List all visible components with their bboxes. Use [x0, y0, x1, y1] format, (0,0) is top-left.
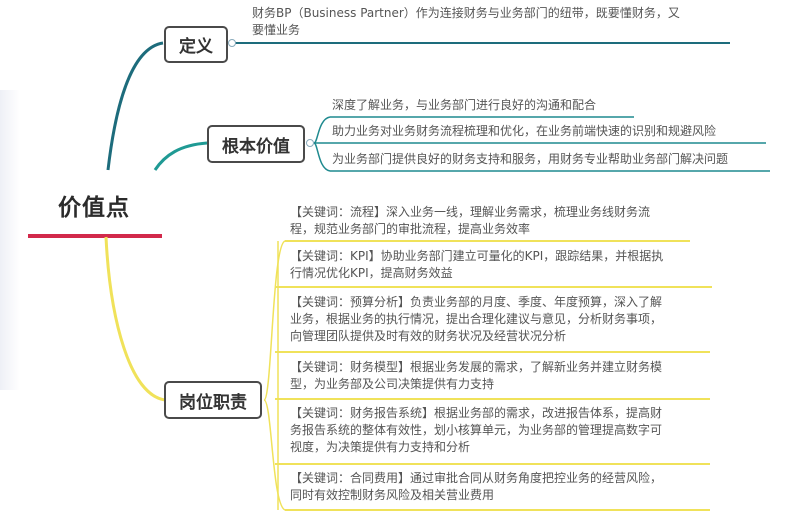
duty-kpi-line1: 【关键词：KPI】协助业务部门建立可量化的KPI，跟踪结果，并根据执: [290, 249, 664, 263]
branch-definition-label: 定义: [179, 37, 213, 57]
core-value-item-3: 为业务部门提供良好的财务支持和服务，用财务专业帮助业务部门解决问题: [332, 152, 729, 166]
core-value-item-1: 深度了解业务，与业务部门进行良好的沟通和配合: [332, 98, 597, 112]
duty-contract-line2: 同时有效控制财务风险及相关营业费用: [290, 488, 495, 502]
duty-budget-line3: 向管理团队提供及时有效的财务状况及经营状况分析: [290, 329, 567, 343]
branch-definition[interactable]: 定义: [164, 26, 228, 63]
duty-report-line1: 【关键词：财务报告系统】根据业务部的需求，改进报告体系，提高财: [290, 406, 663, 420]
duty-budget-line2: 业务，根据业务的执行情况，提出合理化建议与意见，分析财务事项，: [290, 312, 663, 326]
duty-kpi: 【关键词：KPI】协助业务部门建立可量化的KPI，跟踪结果，并根据执 行情况优化…: [284, 248, 663, 282]
collapse-toggle-core-value[interactable]: [306, 139, 314, 147]
duty-process-line2: 程，规范业务部门的审批流程，提高业务效率: [290, 222, 531, 236]
duty-model-line2: 型，为业务部及公司决策提供有力支持: [290, 377, 495, 391]
duty-financial-model: 【关键词：财务模型】根据业务发展的需求，了解新业务并建立财务模 型，为业务部及公…: [284, 359, 662, 393]
duty-process-line1: 【关键词：流程】深入业务一线，理解业务需求，梳理业务线财务流: [290, 205, 651, 219]
duty-kpi-line2: 行情况优化KPI，提高财务效益: [290, 266, 453, 280]
duty-report-system: 【关键词：财务报告系统】根据业务部的需求，改进报告体系，提高财 务报告系统的整体…: [284, 405, 662, 456]
branch-core-value-label: 根本价值: [222, 136, 290, 157]
root-topic[interactable]: 价值点: [58, 195, 130, 221]
left-shade: [0, 90, 20, 390]
duty-contract-line1: 【关键词：合同费用】通过审批合同从财务角度把控业务的经营风险，: [290, 471, 663, 485]
duty-process: 【关键词：流程】深入业务一线，理解业务需求，梳理业务线财务流 程，规范业务部门的…: [284, 204, 650, 238]
collapse-toggle-definition[interactable]: [228, 39, 236, 47]
core-value-item-2: 助力业务对业务财务流程梳理和优化，在业务前端快速的识别和规避风险: [332, 124, 717, 138]
duty-budget-line1: 【关键词：预算分析】负责业务部的月度、季度、年度预算，深入了解: [290, 295, 663, 309]
branch-duties-label: 岗位职责: [179, 392, 247, 413]
branch-core-value[interactable]: 根本价值: [207, 125, 305, 163]
duty-budget: 【关键词：预算分析】负责业务部的月度、季度、年度预算，深入了解 业务，根据业务的…: [284, 294, 662, 345]
definition-text-line2: 要懂业务: [252, 23, 301, 37]
duty-contract-cost: 【关键词：合同费用】通过审批合同从财务角度把控业务的经营风险， 同时有效控制财务…: [284, 470, 662, 504]
duty-report-line2: 务报告系统的整体有效性，划小核算单元，为业务部的管理提高数字可: [290, 423, 663, 437]
duty-model-line1: 【关键词：财务模型】根据业务发展的需求，了解新业务并建立财务模: [290, 360, 663, 374]
branch-duties[interactable]: 岗位职责: [164, 381, 262, 419]
duty-report-line3: 视度，为决策提供有力支持和分析: [290, 440, 471, 454]
definition-text-line1: 财务BP（Business Partner）作为连接财务与业务部门的纽带，既要懂…: [252, 6, 680, 20]
